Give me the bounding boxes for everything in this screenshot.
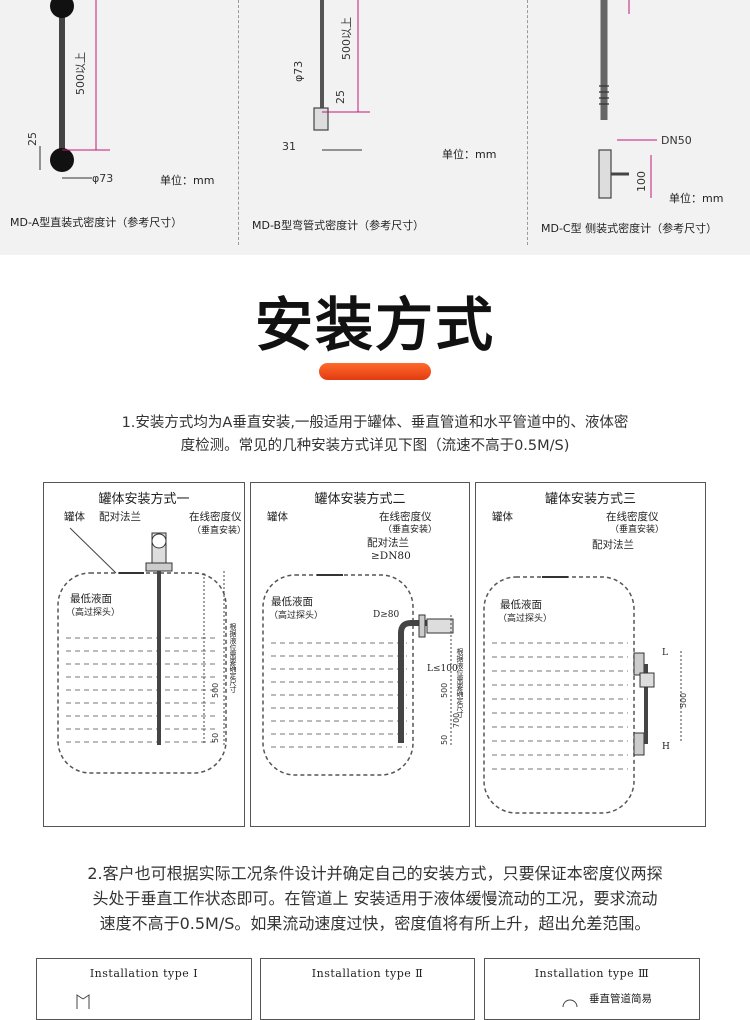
md-b-dim-25: 25 [334,90,347,104]
section-heading: 安装方式 [254,291,495,359]
install-note-1-line: 1.安装方式均为A垂直安装,一般适用于罐体、垂直管道和水平管道中的、液体密 [121,415,629,431]
md-b-dim-500: 500以上 [340,17,353,60]
d3-flange-label: 配对法兰 [592,539,634,551]
tank-install-diagram-3: 500 罐体安装方式三 罐体 在线密度仪 （垂直安装） 配对法兰 最低液面 （高… [475,482,706,827]
d3-dim-500: 500 [679,693,688,708]
d2-d-label: D≥80 [373,610,400,620]
tank-install-diagram-2: 500 700 50 罐体安装方式二 罐体 在线密度仪 （垂直安装） 配对法兰 … [250,482,470,827]
d3-level-label: 最低液面 [500,599,542,611]
panel-divider [527,0,528,245]
spec-drawings-band [0,0,750,255]
upper-probe-shape [50,0,74,18]
install-note-2-line: 速度不高于0.5M/S。如果流动速度过快，密度值将有所上升，超出允差范围。 [99,914,651,933]
d2-meter-label: 在线密度仪 [379,511,432,523]
md-b-drawing: 500以上 φ73 25 31 单位：mm MD-B型弯管式密度计（参考尺寸） [240,0,527,245]
d1-dim-50: 50 [211,733,220,743]
installation-type-3: Installation type Ⅲ 垂直管道简易 [484,958,700,1020]
md-c-dim-dn50: DN50 [661,134,692,147]
d2-dn-label: ≥DN80 [371,550,411,562]
installation-type-3-sketch [562,999,578,1008]
tank-install-diagram-1: 500 50 罐体安装方式一 罐体 配对法兰 在线密度仪 （垂直安装） 最低液面… [43,482,247,827]
d3-h-label: H [662,742,670,752]
diagram-2-title: 罐体安装方式二 [314,492,406,507]
d1-tank-label: 罐体 [64,511,85,523]
installation-type-1-sketch [76,994,90,1009]
d2-l-label: L≤100 [427,664,458,674]
accent-bar [319,363,431,380]
lower-probe-shape [50,148,74,172]
tank-diagram-3-drawing: 500 [483,576,688,814]
md-c-unit: 单位：mm [669,192,724,205]
d3-level-note: （高过探头） [498,614,553,624]
d2-dim-700: 700 [452,713,461,728]
md-a-drawing: 500以上 25 φ73 单位：mm MD-A型直装式密度计（参考尺寸） [0,0,238,245]
install-note-1-line: 度检测。常见的几种安装方式详见下图（流速不高于0.5M/S) [180,438,570,454]
d2-tank-label: 罐体 [267,511,288,523]
d1-dim-note: 根据液位需要确定尺寸 [229,623,237,693]
tank-diagram-2-drawing: 500 700 50 [262,574,461,776]
md-c-caption: MD-C型 侧装式密度计（参考尺寸） [541,222,718,235]
md-a-dim-phi: φ73 [92,172,113,185]
install-note-1: 1.安装方式均为A垂直安装,一般适用于罐体、垂直管道和水平管道中的、液体密 度检… [40,412,710,458]
md-b-unit: 单位：mm [442,148,497,161]
install-note-2-line: 头处于垂直工作状态即可。在管道上 安装适用于液体缓慢流动的工况，要求流动 [92,889,658,908]
diagram-1-title: 罐体安装方式一 [98,492,190,507]
d2-level-note: （高过探头） [269,611,324,621]
md-a-unit: 单位：mm [160,174,215,187]
d2-dim-note: 根据液位需要确定尺寸 [456,648,464,718]
installation-type-3-note: 垂直管道简易 [589,993,652,1005]
d2-flange-label: 配对法兰 [367,537,409,549]
md-a-dim-500: 500以上 [74,52,87,95]
md-a-dim-25: 25 [26,132,39,146]
md-b-caption: MD-B型弯管式密度计（参考尺寸） [252,219,425,232]
diagram-3-title: 罐体安装方式三 [544,492,636,507]
md-b-dim-31: 31 [282,140,296,153]
md-a-caption: MD-A型直装式密度计（参考尺寸） [10,216,183,229]
md-a-outline: 500以上 25 φ73 [26,0,113,185]
d3-meter-note: （垂直安装） [610,525,665,535]
installation-type-1-label: Installation type Ⅰ [89,967,199,980]
d2-meter-note: （垂直安装） [383,525,438,535]
md-b-outline: 500以上 φ73 25 31 [282,0,370,153]
d2-dim-500: 500 [440,683,449,698]
md-c-dim-100: 100 [635,171,648,192]
md-c-outline: DN50 100 [598,0,692,199]
d2-level-label: 最低液面 [271,596,313,608]
md-c-drawing: DN50 100 单位：mm MD-C型 侧装式密度计（参考尺寸） [529,0,750,245]
installation-type-1: Installation type Ⅰ [36,958,252,1020]
d3-l-label: L [662,648,668,658]
d1-dim-500: 500 [211,683,220,698]
d1-meter-label: 在线密度仪 [189,511,242,523]
install-note-2-line: 2.客户也可根据实际工况条件设计并确定自己的安装方式，只要保证本密度仪两探 [87,864,663,883]
d1-level-note: （高过探头） [66,608,121,618]
panel-divider [238,0,239,245]
d1-level-label: 最低液面 [70,593,112,605]
d2-dim-50: 50 [440,735,449,745]
installation-type-2: Installation type Ⅱ [260,958,475,1020]
d1-meter-note: （垂直安装） [192,526,247,536]
md-b-dim-phi: φ73 [292,61,305,82]
installation-type-3-label: Installation type Ⅲ [534,967,650,980]
d3-meter-label: 在线密度仪 [606,511,659,523]
d3-tank-label: 罐体 [492,511,513,523]
d1-flange-label: 配对法兰 [99,511,141,523]
installation-type-2-label: Installation type Ⅱ [311,967,424,980]
install-note-2: 2.客户也可根据实际工况条件设计并确定自己的安装方式，只要保证本密度仪两探 头处… [40,861,710,936]
tank-diagram-1-drawing: 500 50 [57,527,227,774]
